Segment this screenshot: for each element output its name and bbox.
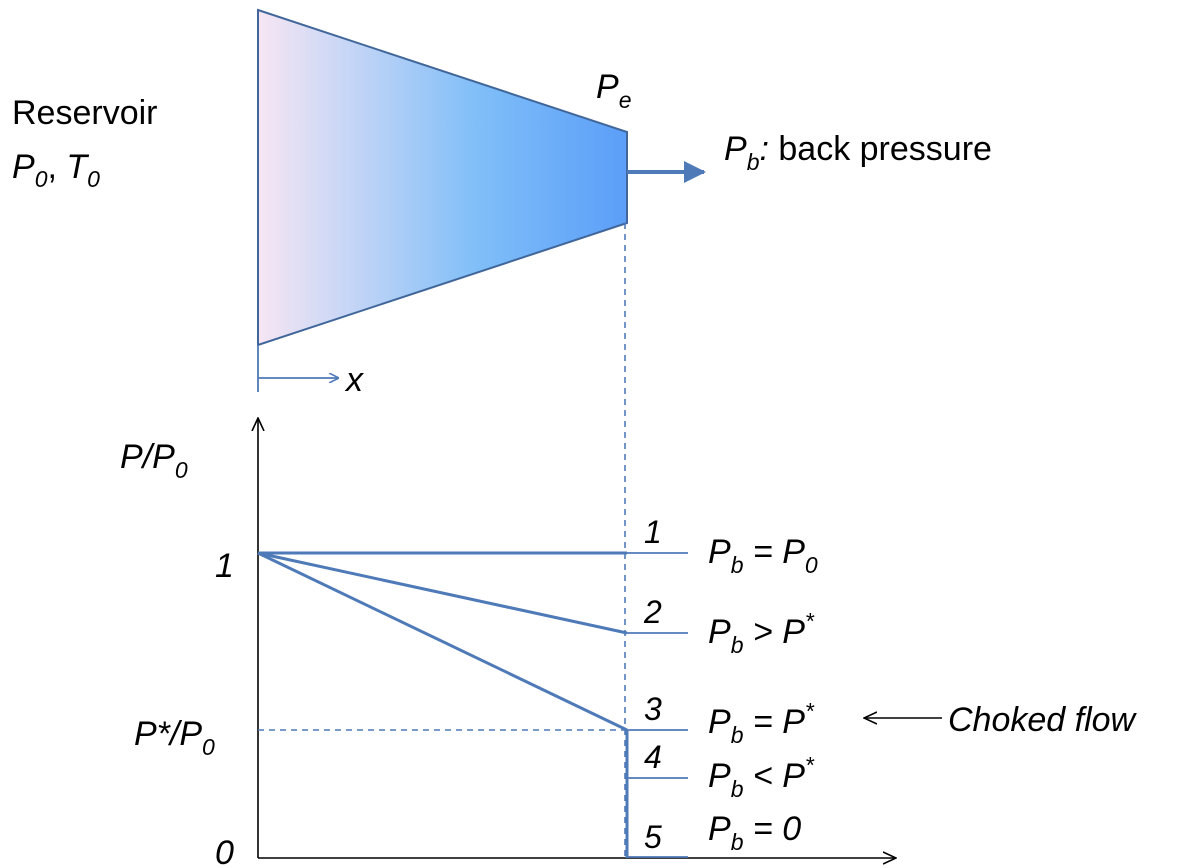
exit-p: P (596, 68, 619, 106)
case-4-number: 4 (644, 739, 662, 775)
case-2-condition: Pb > P* (708, 608, 815, 658)
case-2-number: 2 (643, 594, 662, 630)
back-p-sub: b (747, 149, 760, 175)
exit-pressure-label: Pe (596, 68, 631, 113)
tick-critical-sub: 0 (202, 734, 215, 760)
reservoir-sep: , (47, 148, 66, 186)
case-4-rhs: P (782, 757, 805, 795)
tick-critical-main: P*/P (134, 715, 202, 753)
exit-p-sub: e (619, 87, 632, 113)
case-2-lhs-sub: b (731, 632, 744, 658)
reservoir-label: Reservoir (12, 94, 157, 132)
tick-label-zero: 0 (215, 834, 234, 868)
case-5-number: 5 (644, 819, 662, 855)
back-colon: : (759, 130, 768, 168)
case-5-lhs: P (708, 810, 731, 848)
case-1-condition: Pb = P0 (708, 533, 818, 578)
case-2-rhs: P (782, 613, 805, 651)
y-axis-label: P/P0 (120, 438, 188, 483)
y-axis-label-main: P/P (120, 438, 175, 476)
case-1-number: 1 (644, 514, 662, 550)
back-p: P (724, 130, 747, 168)
case-3-condition: Pb = P* (708, 698, 815, 748)
case-3-rhs: P (782, 703, 805, 741)
reservoir-conditions: P0, T0 (12, 148, 100, 192)
case-1-rhs: P (782, 533, 805, 571)
case-5-rhs: 0 (782, 810, 801, 848)
case-4-op: < (743, 757, 782, 795)
back-pressure-label: Pb: back pressure (724, 130, 992, 175)
case-3-rhs-sup: * (805, 698, 815, 724)
back-pressure-ticks (627, 552, 688, 858)
choked-flow-label: Choked flow (948, 701, 1138, 739)
case-1-lhs-sub: b (731, 552, 744, 578)
case-1-lhs: P (708, 533, 731, 571)
case-5-lhs-sub: b (731, 829, 744, 855)
reservoir-p-sub: 0 (35, 166, 48, 192)
case-2-rhs-sup: * (805, 608, 815, 634)
reservoir-p: P (12, 148, 35, 186)
case-2-op: > (743, 613, 782, 651)
case-1-rhs-sub: 0 (805, 552, 818, 578)
x-axis-label: x (344, 361, 364, 399)
case-2-lhs: P (708, 613, 731, 651)
tick-label-one: 1 (215, 547, 234, 585)
case-4-condition: Pb < P* (708, 752, 815, 802)
case-3-lhs-sub: b (731, 722, 744, 748)
nozzle-body (257, 8, 628, 347)
reservoir-t: T (66, 148, 89, 186)
back-text: back pressure (769, 130, 992, 168)
case-3-lhs: P (708, 703, 731, 741)
case-4-lhs: P (708, 757, 731, 795)
y-axis-label-sub: 0 (175, 457, 188, 483)
case-1-op: = (743, 533, 782, 571)
case-5-op: = (743, 810, 782, 848)
case-4-rhs-sup: * (805, 752, 815, 778)
case-3-op: = (743, 703, 782, 741)
curve-case-2 (257, 551, 628, 635)
pressure-curves (257, 551, 629, 858)
case-5-condition: Pb = 0 (708, 810, 801, 855)
case-3-number: 3 (644, 691, 662, 727)
case-4-lhs-sub: b (731, 776, 744, 802)
reservoir-t-sub: 0 (87, 166, 100, 192)
curve-case-3 (257, 551, 628, 732)
tick-label-critical: P*/P0 (134, 715, 215, 760)
case-labels: 1 Pb = P0 2 Pb > P* 3 Pb = P* 4 Pb < P* … (643, 514, 818, 855)
